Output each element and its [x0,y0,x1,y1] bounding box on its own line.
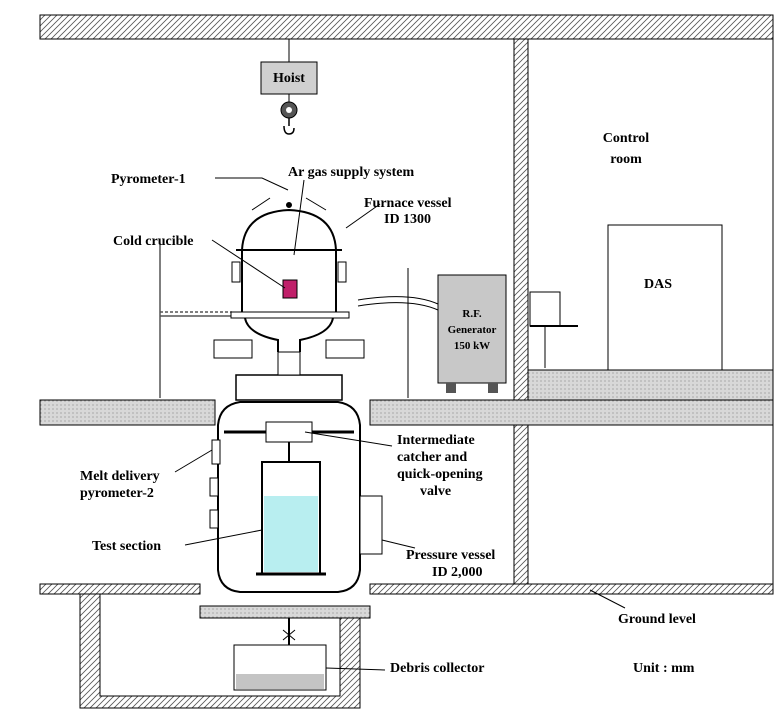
ground-level-label: Ground level [618,612,696,627]
melt-delivery-label-2: pyrometer-2 [80,486,154,501]
furnace-vessel [213,197,365,401]
das-cabinet [607,224,723,371]
ground-left [39,583,201,595]
melt-delivery-label-1: Melt delivery [80,469,160,484]
hoist-label: Hoist [273,71,305,86]
cold-crucible [282,279,298,299]
control-room-floor [527,369,774,401]
intermediate-label-2: catcher and [397,450,467,465]
control-room-wall [513,38,529,585]
operating-floor-left [39,399,216,426]
pressure-vessel-label-2: ID 2,000 [432,565,483,580]
control-room-label-2: room [610,152,642,167]
hoist [260,39,318,135]
debris-collector [233,618,327,691]
ceiling [39,14,774,40]
test-section-label: Test section [92,539,161,554]
pressure-vessel [209,401,383,593]
control-room-label-1: Control [603,131,650,146]
operating-floor-right [369,399,774,426]
leader-lines [174,177,626,671]
unit-label: Unit : mm [633,661,695,676]
das-label: DAS [644,277,672,292]
main-pit [79,593,361,709]
railing [159,245,409,398]
rf-label-2: Generator [448,324,497,336]
pressure-vessel-label-1: Pressure vessel [406,548,495,563]
intermediate-label-1: Intermediate [397,433,475,448]
ar-gas-label: Ar gas supply system [288,165,414,180]
test-water [264,496,318,572]
intermediate-label-3: quick-opening [397,467,483,482]
cold-crucible-label: Cold crucible [113,234,194,249]
rf-label-3: 150 kW [454,340,490,352]
rf-label-1: R.F. [462,308,481,320]
pyrometer1-label: Pyrometer-1 [111,172,186,187]
ground-right [369,583,774,595]
desk [529,291,578,368]
furnace-label-2: ID 1300 [384,212,431,227]
rf-generator [357,274,507,393]
intermediate-label-4: valve [420,484,451,499]
furnace-label-1: Furnace vessel [364,196,452,211]
pit-floor [199,605,371,619]
debris-collector-label: Debris collector [390,661,484,676]
